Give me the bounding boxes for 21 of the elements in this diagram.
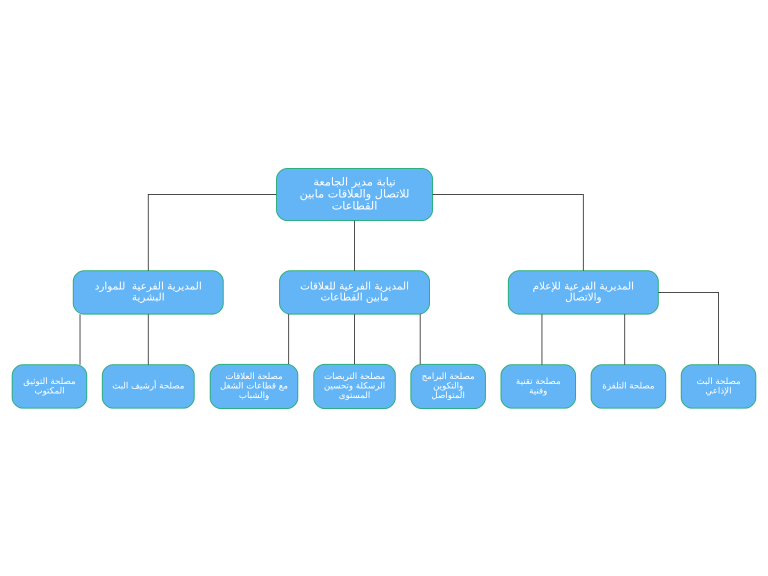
node-box: مصلحة العلاقات مع قطاعات الشغل والشباب — [210, 363, 298, 409]
node-box: مصلحة البث الإذاعي — [680, 364, 756, 408]
node-box: مصلحة التلفزة — [590, 364, 666, 408]
node-box: مصلحة تقنية وفنية — [500, 364, 576, 408]
node-box: المديرية الفرعية للموارد البشرية — [72, 270, 224, 314]
connector — [658, 291, 719, 365]
connector — [148, 194, 277, 271]
connector — [148, 313, 149, 365]
node-box: المديرية الفرعية للإعلام والاتصال — [508, 270, 659, 314]
connector — [432, 194, 584, 271]
node-box: نيابة مدير الجامعة للاتصال والعلاقات مابين القطاعات — [276, 167, 434, 220]
node-box: مصلحة أرشيف البث — [102, 364, 195, 408]
connector — [354, 313, 355, 364]
connector — [354, 220, 355, 271]
node-box: مصلحة البرامج والتكوين المتواصل — [410, 363, 486, 409]
connector — [420, 313, 421, 364]
connector — [288, 313, 290, 364]
connector — [624, 313, 626, 365]
node-box: مصلحة التوثيق المكتوب — [12, 364, 88, 408]
node-box: مصلحة التربصات الرسكلة وتحسين المستوى — [313, 363, 396, 409]
node-box: المديرية الفرعية للعلاقات مابين القطاعات — [279, 270, 430, 314]
